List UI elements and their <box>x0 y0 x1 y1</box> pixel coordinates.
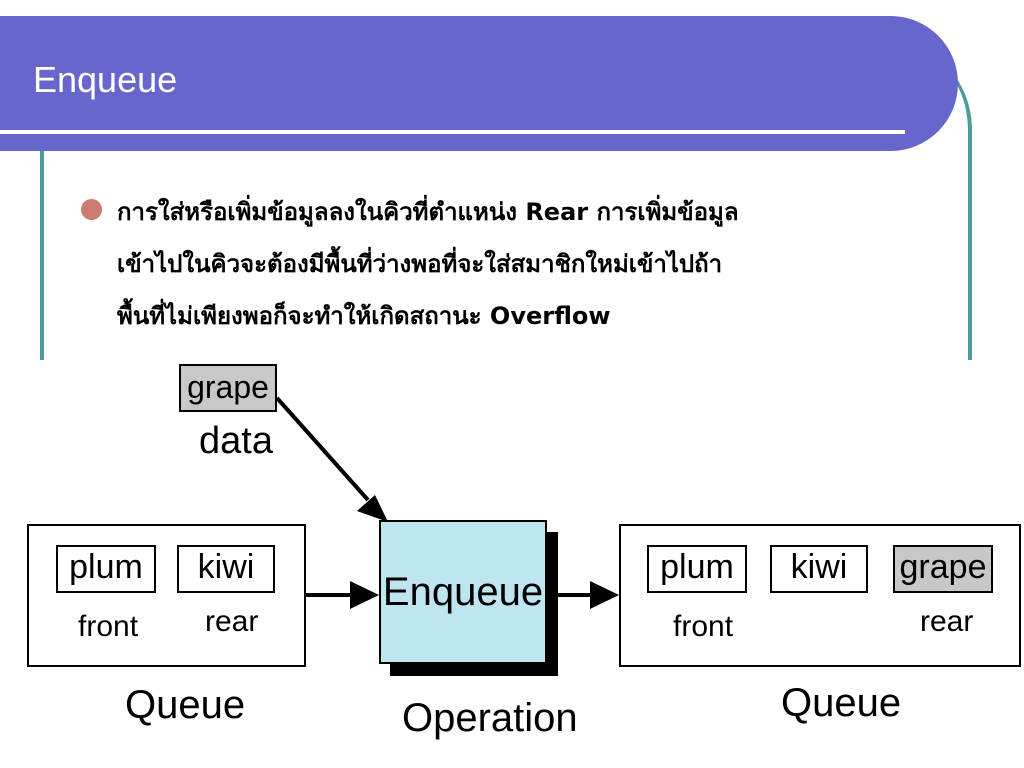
output-queue-front-label: front <box>673 610 734 643</box>
bullet-line-3: พื้นที่ไม่เพียงพอก็จะทำให้เกิดสถานะ Over… <box>117 302 611 330</box>
operation-caption: Operation <box>402 696 578 740</box>
input-queue-item-plum: plum <box>56 545 156 593</box>
data-item-box: grape <box>179 364 277 412</box>
input-queue-rear-label: rear <box>205 605 259 638</box>
bullet-icon <box>81 199 102 220</box>
input-to-operation-arrowhead <box>350 581 379 609</box>
operation-to-output-arrowhead <box>590 581 619 609</box>
data-to-operation-arrow <box>275 396 370 502</box>
output-queue-caption: Queue <box>781 681 902 725</box>
output-queue-item-kiwi: kiwi <box>770 545 868 593</box>
title-underline <box>0 130 905 134</box>
data-label: data <box>199 420 273 462</box>
bullet-text: การใส่หรือเพิ่มข้อมูลลงในคิวที่ตำแหน่ง R… <box>117 186 947 342</box>
slide-frame <box>40 35 972 415</box>
data-to-operation-arrowhead <box>357 495 388 522</box>
output-queue-item-plum: plum <box>647 545 747 593</box>
input-queue-caption: Queue <box>125 683 246 727</box>
slide-title: Enqueue <box>33 59 178 100</box>
bullet-line-1: การใส่หรือเพิ่มข้อมูลลงในคิวที่ตำแหน่ง R… <box>117 198 739 226</box>
operation-box: Enqueue <box>379 520 547 664</box>
input-queue-front-label: front <box>78 610 139 643</box>
bullet-line-2: เข้าไปในคิวจะต้องมีพื้นที่ว่างพอที่จะใส่… <box>117 250 723 278</box>
slide-frame-left-line <box>40 150 44 360</box>
output-queue-item-grape: grape <box>893 545 993 593</box>
title-bar <box>0 16 958 151</box>
output-queue-rear-label: rear <box>920 605 974 638</box>
input-queue-item-kiwi: kiwi <box>177 545 275 593</box>
